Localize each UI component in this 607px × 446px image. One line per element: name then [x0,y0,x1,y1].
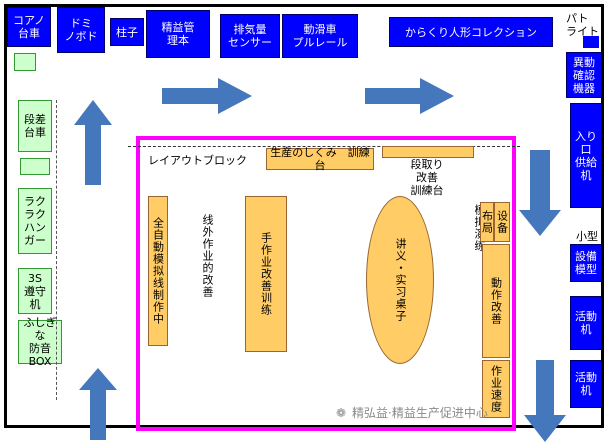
arrow-right-1 [162,78,252,114]
wechat-icon: ❁ [336,406,347,420]
lecture-table: 讲义・实习桌子 [366,196,434,364]
watermark: ❁精弘益·精益生产促进中心 [336,406,488,420]
right-item-5: 活動机 [570,360,602,408]
motion-improvement-box: 動作改善 [482,244,510,358]
column-box: 柱子 [110,18,144,46]
step-cart-box: 段差 台車 [18,100,52,152]
setup-improvement-label: 段取り 改善 訓練台 [410,158,444,197]
small-green-box-2 [20,158,50,175]
right-item-4: 活動机 [570,296,602,350]
setup-improvement-bar [382,146,474,158]
small-green-box-1 [14,53,36,71]
training-room [136,136,516,431]
sensor-box: 排気量 センサー [220,14,280,58]
auto-model-line-box: 全自動模拟线制作中 [148,196,168,346]
arrow-up-1 [74,100,112,185]
pulley-box: 動滑車 プルレール [282,14,358,58]
right-item-3: 設備 模型 [570,244,602,282]
three-s-desk-box: 3S 遵守机 [18,268,52,314]
arrow-down-1 [519,150,561,236]
right-item-2: 入り口 供給机 [570,103,602,208]
lean-panel-box: 精益管 理本 [146,10,210,58]
dolly-box: ドミ ノボド [57,7,105,53]
core-cart-box: コアノ 台車 [7,7,51,47]
small-model-label: 小型 [576,230,598,243]
manual-work-training-box: 手作业改善训练 [245,196,287,352]
karakuri-box: からくり人形コレクション [389,17,553,47]
mystery-box: ふしぎな 防音 BOX [18,316,62,368]
patrol-light-marker [583,36,599,48]
arrow-down-2 [524,360,566,442]
work-speed-box: 作业速度 [482,360,510,418]
room-dashed-line [128,146,520,147]
easy-hanger-box: ラクラク ハンガー [18,188,52,254]
production-training-box: 生産のしくみ 訓練台 [266,146,374,172]
floor-plan-border [4,4,604,428]
equipment-board: 设备 [494,202,510,242]
arrow-right-2 [365,78,454,114]
left-dashed-line [56,100,57,400]
arrow-up-2 [79,368,117,440]
offline-work-label: 线外作业的改善 [201,214,214,298]
layout-block-label: レイアウトブロック [148,154,247,167]
right-item-1: 異動 確認 機器 [566,52,602,98]
patrol-light-label: パト ライト [566,12,599,38]
layout-board: 布局 [480,202,494,242]
